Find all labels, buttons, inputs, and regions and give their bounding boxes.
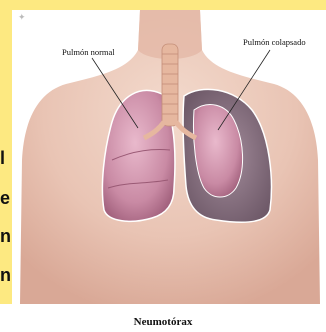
edge-letter: n [0, 265, 10, 286]
collapsed-lung-label: Pulmón colapsado [243, 37, 306, 47]
edge-letter: n [0, 226, 10, 247]
sparkle-icon: ✦ [18, 12, 26, 23]
figure-caption: Neumotórax [0, 316, 326, 328]
edge-letter: l [0, 148, 10, 169]
edge-letter: e [0, 188, 10, 209]
anatomy-illustration [12, 10, 326, 304]
normal-lung-label: Pulmón normal [62, 47, 115, 57]
